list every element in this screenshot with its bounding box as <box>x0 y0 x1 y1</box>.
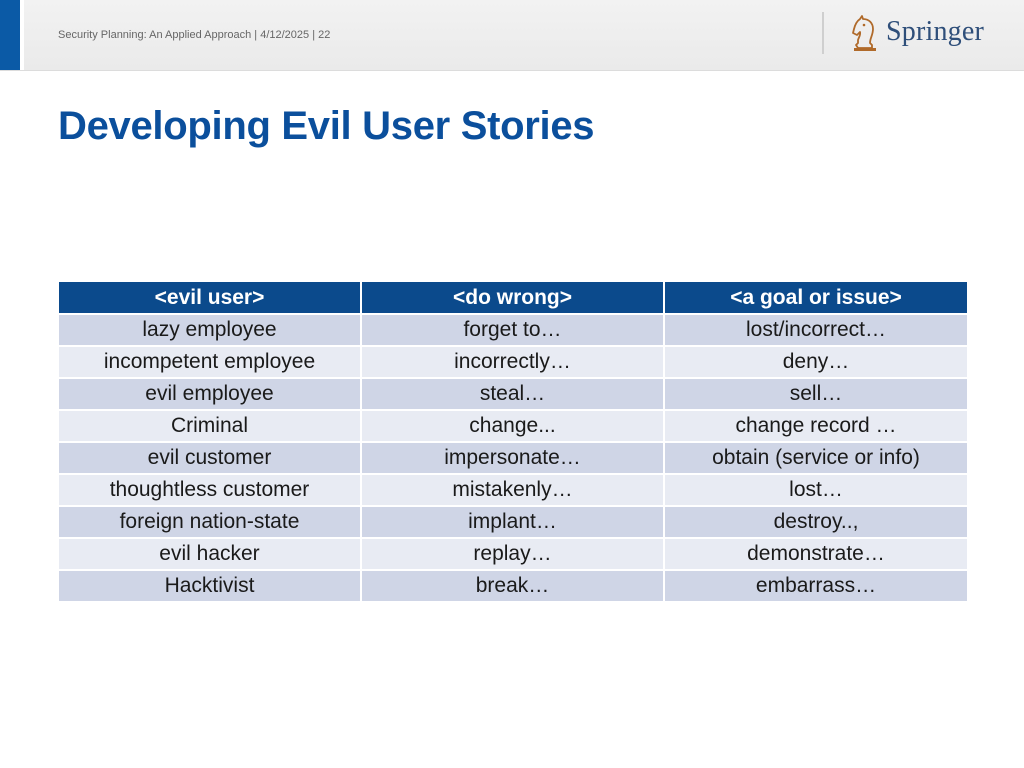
cell-goal-or-issue: obtain (service or info) <box>665 443 967 473</box>
cell-evil-user: lazy employee <box>59 315 360 345</box>
cell-do-wrong: change... <box>362 411 663 441</box>
table-row: evil employee steal… sell… <box>59 379 967 409</box>
cell-evil-user: evil employee <box>59 379 360 409</box>
header-band: Security Planning: An Applied Approach |… <box>0 0 1024 71</box>
table-row: Criminal change... change record … <box>59 411 967 441</box>
cell-evil-user: foreign nation-state <box>59 507 360 537</box>
cell-do-wrong: implant… <box>362 507 663 537</box>
table-header-row: <evil user> <do wrong> <a goal or issue> <box>59 282 967 313</box>
accent-gap <box>20 0 24 70</box>
cell-evil-user: evil hacker <box>59 539 360 569</box>
column-header-evil-user: <evil user> <box>59 282 360 313</box>
table-row: incompetent employee incorrectly… deny… <box>59 347 967 377</box>
cell-goal-or-issue: sell… <box>665 379 967 409</box>
header-breadcrumb: Security Planning: An Applied Approach |… <box>58 29 331 41</box>
table-row: thoughtless customer mistakenly… lost… <box>59 475 967 505</box>
springer-logo: Springer <box>850 14 984 54</box>
header-divider <box>822 12 824 54</box>
slide-title: Developing Evil User Stories <box>58 104 595 148</box>
cell-evil-user: Hacktivist <box>59 571 360 601</box>
cell-evil-user: thoughtless customer <box>59 475 360 505</box>
cell-evil-user: Criminal <box>59 411 360 441</box>
cell-goal-or-issue: embarrass… <box>665 571 967 601</box>
accent-bar <box>0 0 20 70</box>
column-header-do-wrong: <do wrong> <box>362 282 663 313</box>
chess-knight-icon <box>852 15 876 51</box>
cell-do-wrong: break… <box>362 571 663 601</box>
table-row: Hacktivist break… embarrass… <box>59 571 967 601</box>
evil-user-stories-table: <evil user> <do wrong> <a goal or issue>… <box>57 280 969 603</box>
cell-do-wrong: replay… <box>362 539 663 569</box>
column-header-goal-or-issue: <a goal or issue> <box>665 282 967 313</box>
cell-do-wrong: incorrectly… <box>362 347 663 377</box>
table-row: evil customer impersonate… obtain (servi… <box>59 443 967 473</box>
cell-evil-user: evil customer <box>59 443 360 473</box>
cell-do-wrong: steal… <box>362 379 663 409</box>
table-row: lazy employee forget to… lost/incorrect… <box>59 315 967 345</box>
cell-goal-or-issue: deny… <box>665 347 967 377</box>
cell-do-wrong: impersonate… <box>362 443 663 473</box>
cell-do-wrong: forget to… <box>362 315 663 345</box>
springer-logo-text: Springer <box>886 16 985 47</box>
cell-do-wrong: mistakenly… <box>362 475 663 505</box>
cell-goal-or-issue: change record … <box>665 411 967 441</box>
table-row: evil hacker replay… demonstrate… <box>59 539 967 569</box>
cell-evil-user: incompetent employee <box>59 347 360 377</box>
cell-goal-or-issue: demonstrate… <box>665 539 967 569</box>
cell-goal-or-issue: destroy.., <box>665 507 967 537</box>
table-row: foreign nation-state implant… destroy.., <box>59 507 967 537</box>
cell-goal-or-issue: lost/incorrect… <box>665 315 967 345</box>
cell-goal-or-issue: lost… <box>665 475 967 505</box>
